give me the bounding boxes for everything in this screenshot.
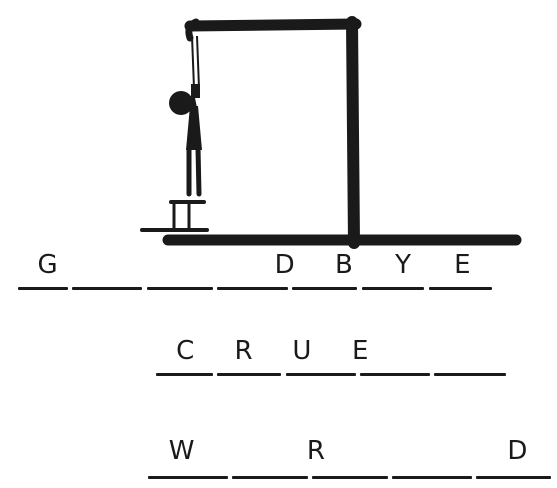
gallows-icon xyxy=(162,16,522,249)
guessed-letter: R xyxy=(306,436,325,466)
letter-blank xyxy=(217,287,288,290)
letter-blank xyxy=(312,476,388,479)
hanged-figure-icon xyxy=(169,91,202,197)
guessed-letter: D xyxy=(507,436,528,466)
letter-blank xyxy=(429,287,492,290)
letter-blank xyxy=(72,287,142,290)
letter-blank xyxy=(434,373,506,376)
letter-blank xyxy=(476,476,551,479)
letter-blank xyxy=(156,373,213,376)
letter-blank xyxy=(147,287,213,290)
letter-blank xyxy=(292,287,357,290)
guessed-letter: D xyxy=(274,250,295,280)
letter-blank xyxy=(362,287,424,290)
letter-blank xyxy=(148,476,228,479)
figure-head xyxy=(169,91,193,115)
noose-icon xyxy=(191,35,200,98)
guessed-letter: W xyxy=(168,436,195,466)
stool-icon xyxy=(140,200,209,232)
letter-blank xyxy=(217,373,281,376)
guessed-letter: G xyxy=(37,250,58,280)
figure-right-leg xyxy=(195,145,202,197)
letter-blank xyxy=(360,373,430,376)
guessed-letter: Y xyxy=(395,250,412,280)
letter-blank xyxy=(286,373,356,376)
guessed-letter: R xyxy=(234,336,253,366)
guessed-letter: C xyxy=(176,336,195,366)
guessed-letter: E xyxy=(351,336,369,366)
gallows-top-beam xyxy=(184,18,362,32)
gallows-post xyxy=(346,16,360,249)
figure-torso xyxy=(186,106,202,150)
guessed-letter: E xyxy=(454,250,471,280)
letter-blank xyxy=(18,287,68,290)
letter-blank xyxy=(232,476,308,479)
guessed-letter: U xyxy=(292,336,312,366)
letter-blank xyxy=(392,476,472,479)
guessed-letter: B xyxy=(334,250,353,280)
gallows-hook xyxy=(185,18,200,42)
